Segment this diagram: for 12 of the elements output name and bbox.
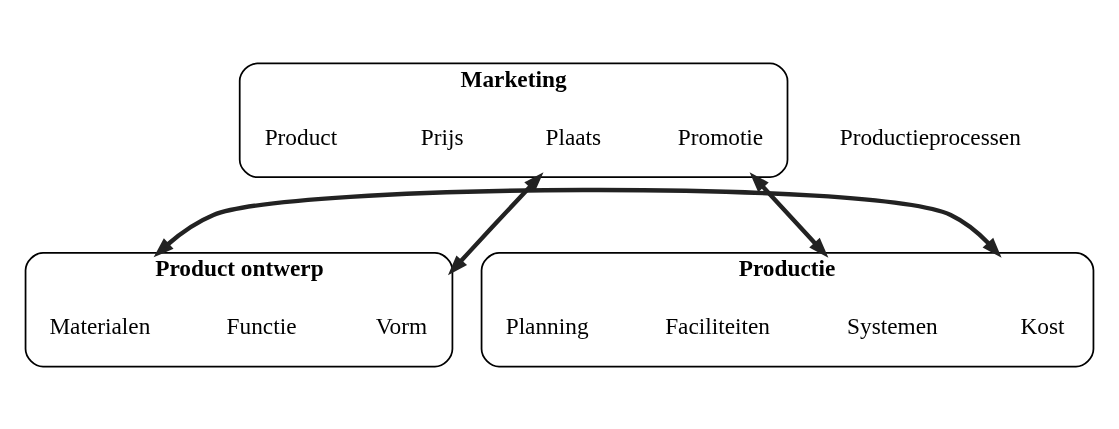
node-text: Promotie	[677, 123, 764, 150]
node-text: Plaats	[545, 123, 602, 150]
node-text: Materialen	[49, 312, 151, 339]
node-text: Productieprocessen	[839, 123, 1021, 150]
node-text: Vorm	[375, 312, 428, 339]
node-text: Kost	[1020, 312, 1065, 339]
node-text: Product	[264, 123, 338, 150]
node-text: Faciliteiten	[665, 312, 770, 339]
node-text: Functie	[226, 312, 297, 339]
node-text: Systemen	[847, 312, 938, 339]
node-text: Prijs	[420, 123, 464, 150]
node-text: Planning	[505, 312, 589, 339]
